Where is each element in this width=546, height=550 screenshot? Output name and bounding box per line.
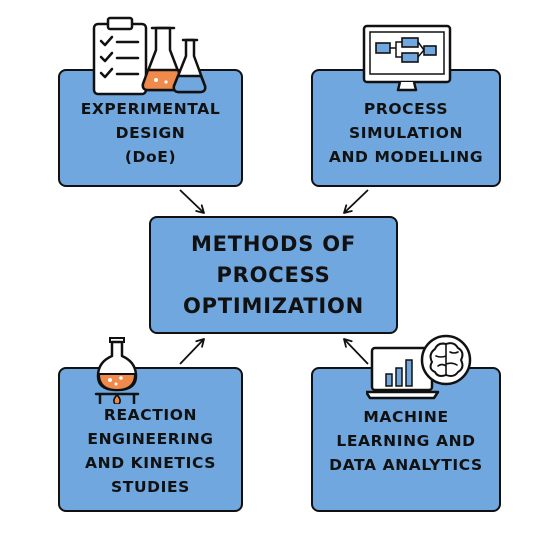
reaction-engineering-line-1: REACTION xyxy=(103,405,198,424)
machine-learning-line-1: MACHINE xyxy=(363,407,449,426)
process-simulation-line-1: PROCESS xyxy=(363,100,449,118)
machine-learning-box: MACHINE LEARNING AND DATA ANALYTICS xyxy=(311,367,501,512)
experimental-design-line-3: (DoE) xyxy=(124,148,177,166)
reaction-engineering-box: REACTION ENGINEERING AND KINETICS STUDIE… xyxy=(58,367,243,512)
machine-learning-line-3: DATA ANALYTICS xyxy=(329,455,483,474)
machine-learning-line-2: LEARNING AND xyxy=(336,431,476,450)
flask-burner-icon xyxy=(94,337,140,404)
experimental-design-line-1: EXPERIMENTAL xyxy=(80,100,221,118)
center-title-line-2: PROCESS xyxy=(216,262,331,287)
process-simulation-line-3: AND MODELLING xyxy=(328,148,484,166)
arrow-process-simulation-to-center xyxy=(343,189,369,214)
experimental-design-line-2: DESIGN xyxy=(115,124,186,142)
center-title-line-3: OPTIMIZATION xyxy=(182,293,365,318)
reaction-engineering-line-4: STUDIES xyxy=(111,477,190,496)
methods-of-process-optimization-box: METHODS OF PROCESS OPTIMIZATION xyxy=(149,216,398,334)
center-title-line-1: METHODS OF xyxy=(190,231,357,256)
checklist-and-flasks-icon xyxy=(92,16,207,96)
reaction-engineering-line-2: ENGINEERING xyxy=(87,429,214,448)
reaction-engineering-line-3: AND KINETICS xyxy=(85,453,216,472)
process-simulation-line-2: SIMULATION xyxy=(348,124,464,142)
monitor-flowchart-icon xyxy=(362,24,452,92)
arrow-machine-learning-to-center xyxy=(343,338,369,365)
arrow-reaction-engineering-to-center xyxy=(179,338,205,365)
laptop-brain-icon xyxy=(366,334,472,400)
arrow-experimental-design-to-center xyxy=(179,189,205,214)
